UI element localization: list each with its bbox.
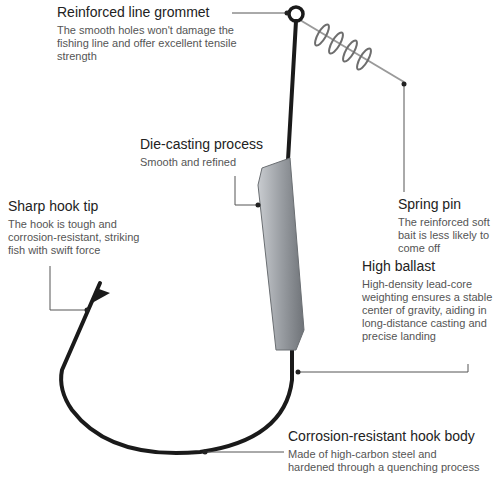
hook-eye [289,7,303,21]
callout-heading: Corrosion-resistant hook body [288,428,475,445]
callout-text: The smooth holes won't damage the fishin… [57,24,247,63]
callout-text: The hook is tough and corrosion-resistan… [8,218,158,257]
lead-weight [258,158,304,350]
callout-text: Made of high-carbon steel and hardened t… [288,448,484,474]
callout-heading: Reinforced line grommet [57,4,210,21]
callout-text: The reinforced soft bait is less likely … [398,216,495,255]
hook-barb [92,289,110,303]
callout-heading: Spring pin [398,196,461,213]
callout-heading: High ballast [362,258,435,275]
spring-pin [300,20,404,82]
callout-text: Smooth and refined [140,156,240,169]
callout-heading: Sharp hook tip [8,198,158,215]
callout-heading: Die-casting process [140,136,263,153]
spring-coil [313,23,374,72]
callout-text: High-density lead-core weighting ensures… [362,278,496,343]
